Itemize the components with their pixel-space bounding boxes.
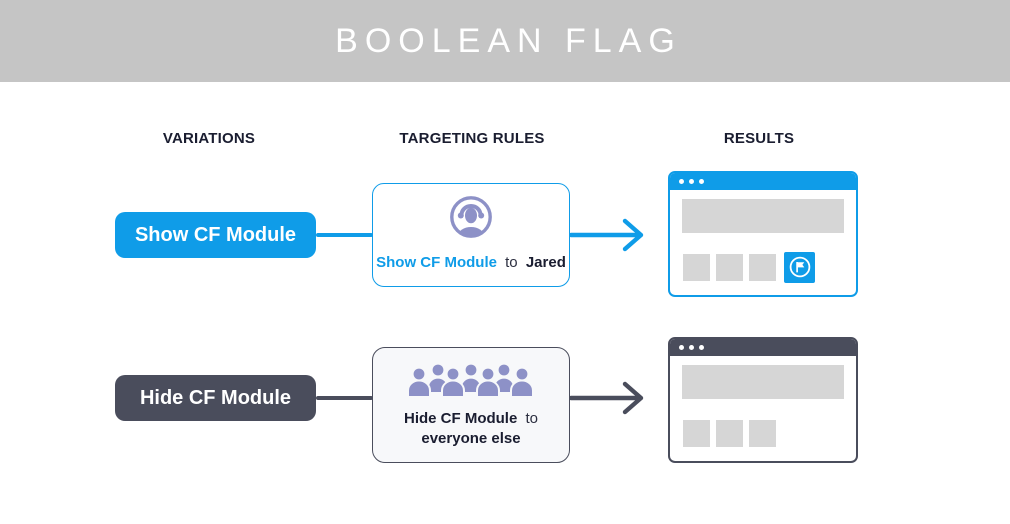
rule-audience: Jared — [525, 254, 566, 271]
variation-show-cf-module: Show CF Module — [115, 212, 316, 258]
placeholder-hero-block — [682, 365, 844, 399]
variation-label: Show CF Module — [134, 223, 297, 246]
placeholder-hero-block — [682, 199, 844, 233]
connector-line — [316, 233, 373, 237]
column-header-variations: VARIATIONS — [162, 130, 256, 147]
rule-text: Show CF Module to Jared — [373, 253, 569, 273]
window-dot — [679, 345, 684, 350]
result-browser-show — [668, 171, 858, 297]
connector-line — [316, 396, 373, 400]
placeholder-module — [749, 253, 776, 281]
rule-connector-word: to — [505, 254, 518, 271]
cf-module-flag-icon — [784, 251, 815, 283]
rule-audience: everyone else — [421, 430, 521, 447]
crowd-icon — [373, 361, 569, 397]
placeholder-module — [716, 419, 743, 447]
result-browser-hide — [668, 337, 858, 463]
rule-flag-name: Show CF Module — [376, 254, 497, 271]
browser-titlebar — [670, 173, 856, 190]
placeholder-module — [683, 253, 710, 281]
arrow-right-icon — [568, 376, 646, 425]
window-dot — [689, 179, 694, 184]
page-title: BOOLEAN FLAG — [335, 21, 682, 60]
targeting-rule-card-show: Show CF Module to Jared — [372, 183, 570, 287]
variation-hide-cf-module: Hide CF Module — [115, 375, 316, 421]
browser-titlebar — [670, 339, 856, 356]
arrow-right-icon — [568, 213, 646, 262]
placeholder-module — [716, 253, 743, 281]
module-row — [683, 417, 782, 449]
module-row — [683, 251, 815, 283]
window-dot — [679, 179, 684, 184]
window-dot — [689, 345, 694, 350]
rule-flag-name: Hide CF Module — [403, 410, 518, 427]
rule-text: Hide CF Module to everyone else — [373, 409, 569, 449]
window-dot — [699, 179, 704, 184]
banner: BOOLEAN FLAG — [0, 0, 1010, 82]
user-in-circle-icon — [373, 194, 569, 240]
placeholder-module — [683, 419, 710, 447]
placeholder-module — [749, 419, 776, 447]
variation-label: Hide CF Module — [139, 386, 292, 409]
rule-connector-word: to — [525, 410, 538, 427]
column-header-targeting-rules: TARGETING RULES — [399, 130, 545, 147]
targeting-rule-card-hide: Hide CF Module to everyone else — [372, 347, 570, 463]
window-dot — [699, 345, 704, 350]
column-header-results: RESULTS — [723, 130, 795, 147]
